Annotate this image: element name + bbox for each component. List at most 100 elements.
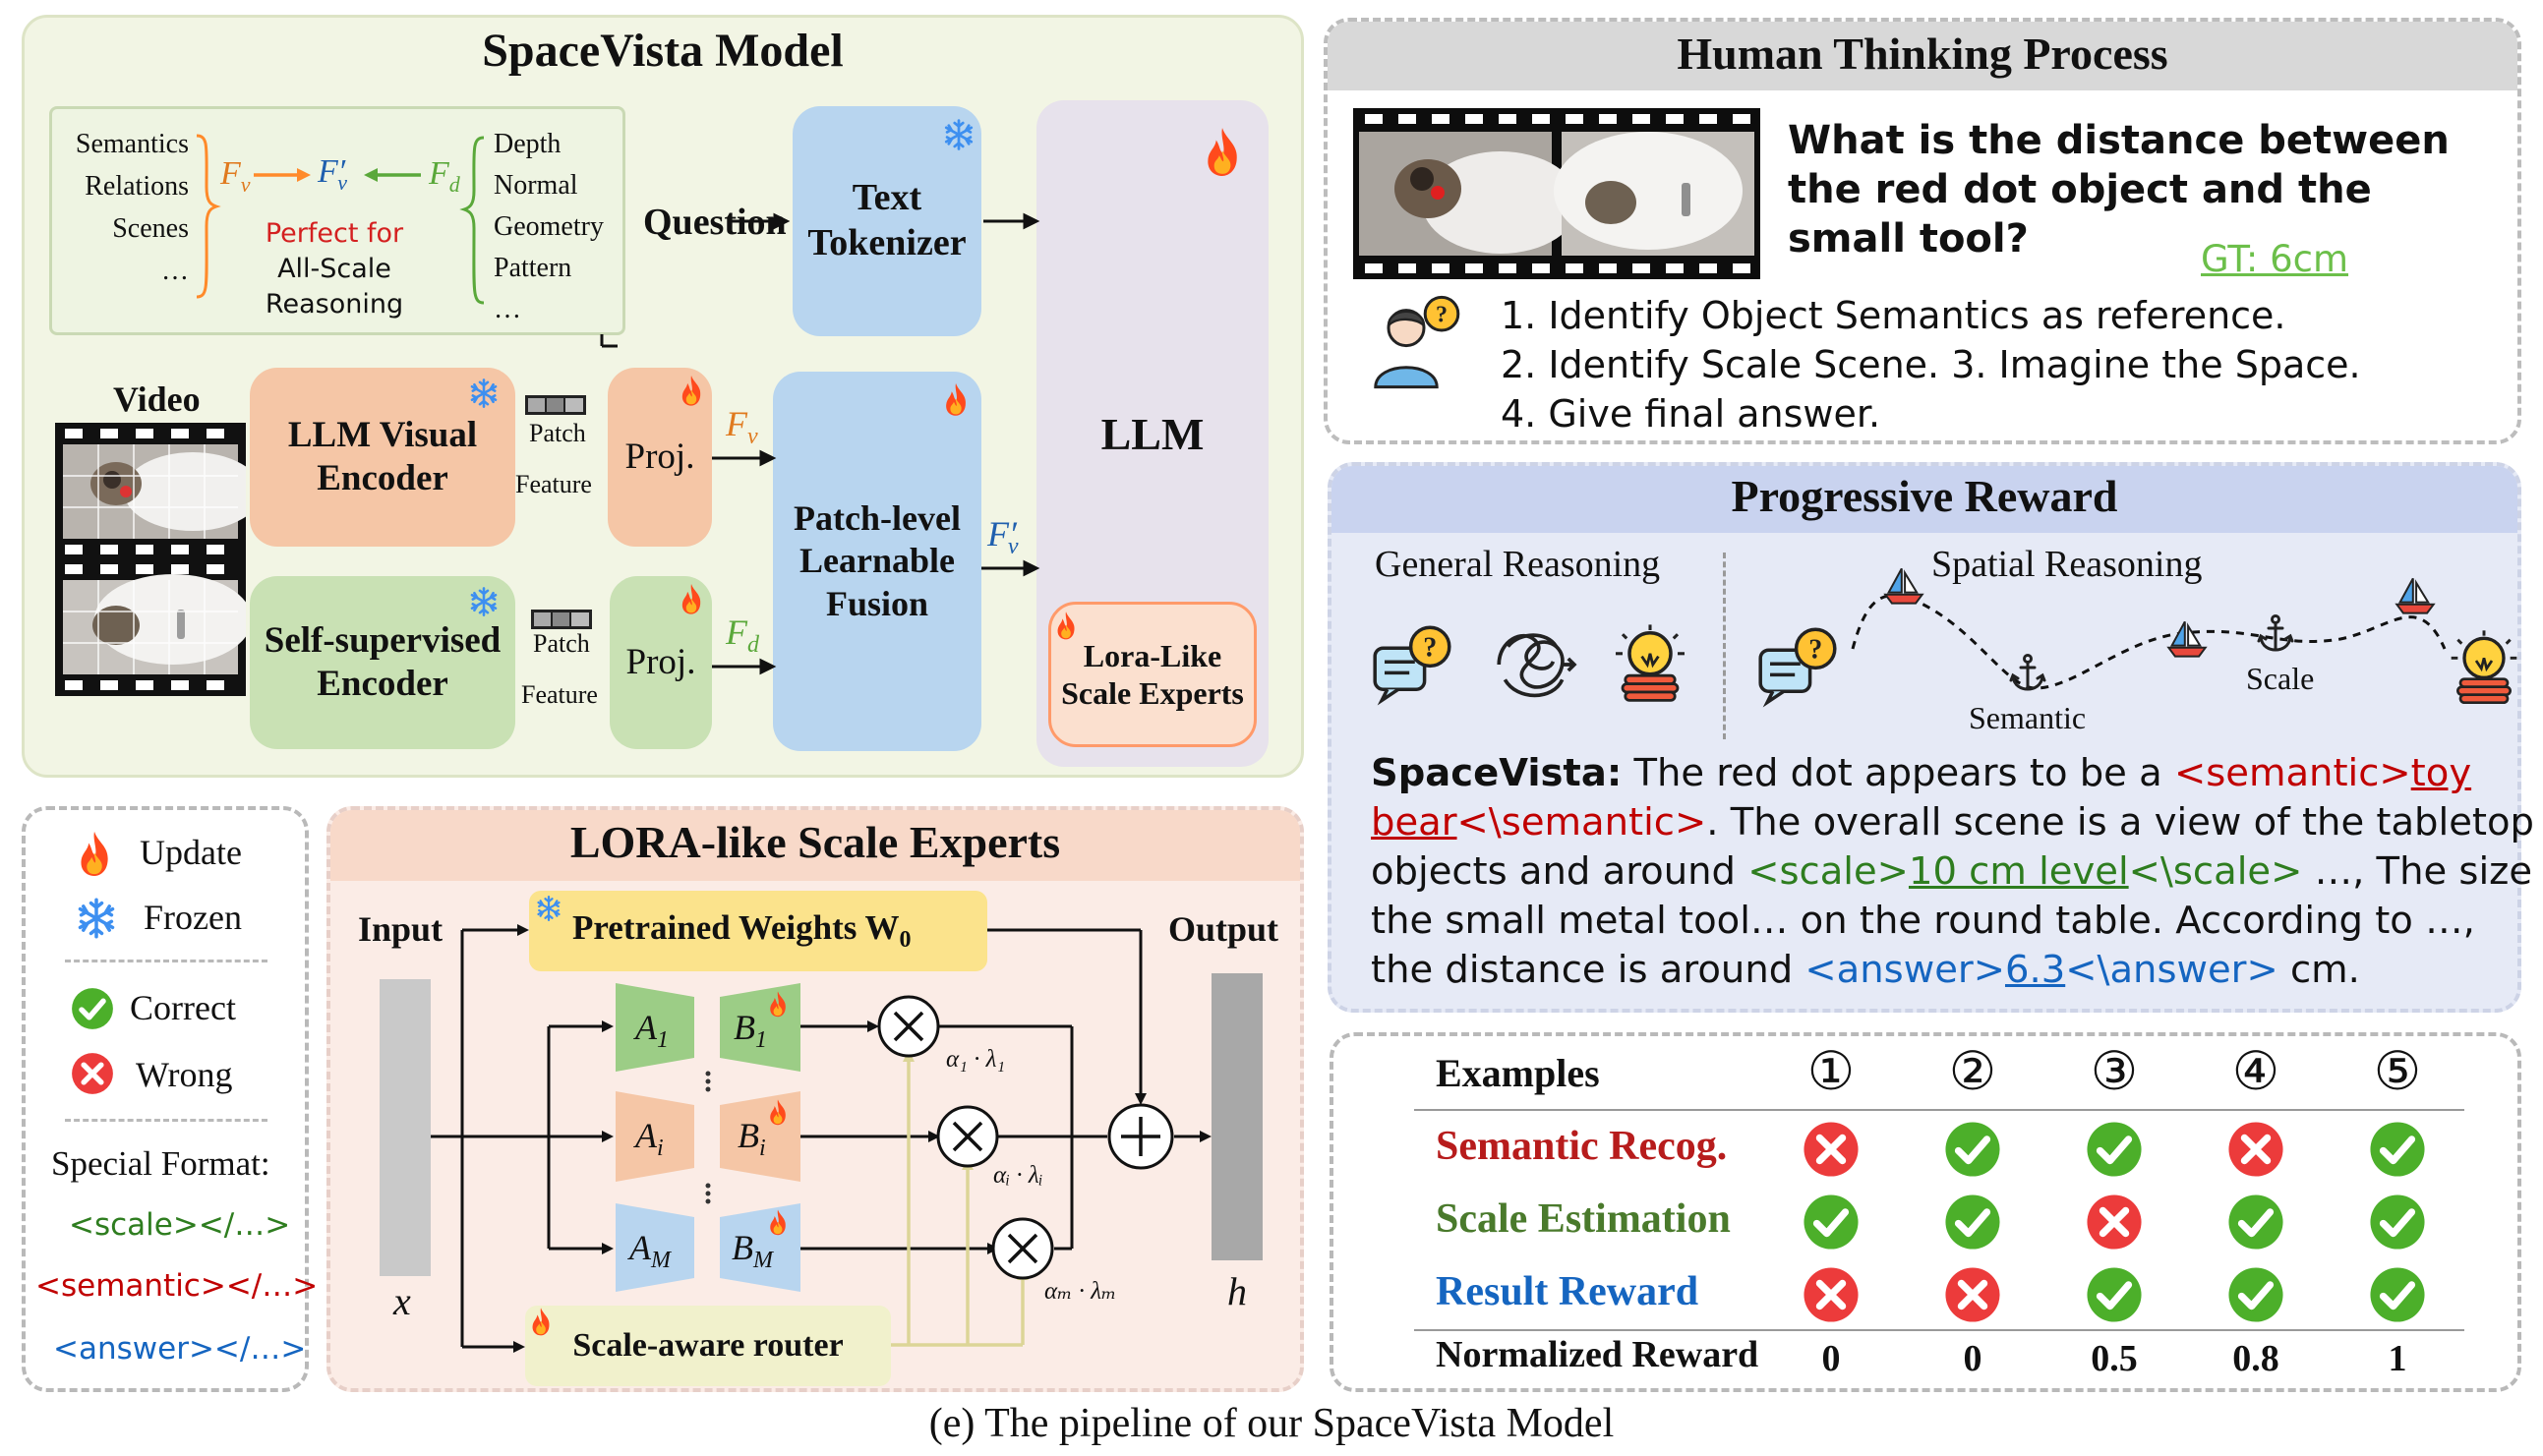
llm-visual-encoder-label: LLM Visual Encoder <box>287 414 478 498</box>
semantic-anchor-label: Semantic <box>1969 700 2087 735</box>
depth-labels: Depth Normal Geometry Pattern … <box>494 124 604 330</box>
human-steps: 1. Identify Object Semantics as referenc… <box>1501 291 2361 438</box>
coef-1-label: α₁ · λ₁ <box>946 1046 1006 1073</box>
text-tokenizer-label: Text Tokenizer <box>807 177 967 263</box>
lora-output-label: Output <box>1168 909 1279 949</box>
example-column-3: ③ <box>2090 1042 2139 1101</box>
reasoning-divider <box>1723 553 1726 739</box>
output-h-label: h <box>1227 1269 1247 1313</box>
feature-explain-graphics <box>196 134 485 305</box>
b1-label: B1 <box>734 1008 767 1054</box>
lora-panel-header <box>330 810 1300 881</box>
pretrained-weights-box: Pretrained Weights W0 <box>529 891 987 971</box>
legend-wrong-label: Wrong <box>136 1055 233 1094</box>
ai-label: Ai <box>635 1116 664 1162</box>
figure-caption: (e) The pipeline of our SpaceVista Model <box>928 1401 1615 1446</box>
fv-prime-label: F′v <box>318 153 347 195</box>
scale-aware-router-label: Scale-aware router <box>572 1326 844 1364</box>
lora-experts-diagram <box>431 924 1212 1353</box>
proj-label-bottom: Proj. <box>625 641 696 682</box>
text-tokenizer-box: Text Tokenizer <box>793 106 981 336</box>
check-icon <box>1944 1194 2001 1251</box>
answer-line-1: SpaceVista: The red dot appears to be a … <box>1371 751 2472 795</box>
scenes-label: Scenes <box>112 213 189 244</box>
ground-truth-label: GT: 6cm <box>2201 238 2349 280</box>
feature-label-bottom: Feature <box>521 680 598 709</box>
question-filmstrip <box>1353 108 1760 279</box>
fv-prime-arrow-label: F′v <box>987 514 1019 560</box>
legend-semantic-tag: <semantic></…> <box>35 1268 319 1304</box>
normalized-value-5: 1 <box>2388 1338 2407 1379</box>
semantics-label: Semantics <box>75 129 189 159</box>
bm-label: BM <box>732 1228 773 1274</box>
video-label: Video <box>113 379 201 419</box>
spacevista-answer: SpaceVista: The red dot appears to be a … <box>1371 749 2543 995</box>
anchor-icon <box>2256 613 2295 653</box>
model-panel-title: SpaceVista Model <box>482 25 844 77</box>
examples-table-panel <box>1330 1032 2521 1392</box>
ellipsis-label-2: … <box>494 294 521 324</box>
step-1: 1. Identify Object Semantics as referenc… <box>1501 294 2286 337</box>
example-column-1: ① <box>1806 1042 1856 1101</box>
legend-divider <box>65 1119 267 1122</box>
normal-label: Normal <box>494 170 578 201</box>
self-supervised-encoder-box: Self-supervised Encoder <box>250 576 515 749</box>
fusion-box: Patch-level Learnable Fusion <box>773 372 981 751</box>
progressive-reward-panel <box>1328 462 2521 1013</box>
fusion-label: Patch-level Learnable Fusion <box>794 498 961 623</box>
perfect-line-1: Perfect for <box>265 218 404 249</box>
semantic-labels: Semantics Relations Scenes … <box>59 123 189 292</box>
general-reasoning-label: General Reasoning <box>1375 544 1661 585</box>
check-icon <box>2086 1266 2143 1323</box>
human-panel-title: Human Thinking Process <box>1677 29 2168 79</box>
scale-aware-router-box: Scale-aware router <box>525 1306 891 1386</box>
flame-icon <box>767 1207 789 1237</box>
perfect-line-2: All-Scale <box>277 254 391 284</box>
check-icon <box>2369 1194 2426 1251</box>
examples-header: Examples <box>1436 1051 1600 1095</box>
check-icon <box>2369 1121 2426 1178</box>
answer-line-5: the distance is around <answer>6.3<\answ… <box>1371 948 2360 992</box>
bi-label: Bi <box>738 1116 766 1162</box>
human-panel-header <box>1328 22 2517 90</box>
step-3: 4. Give final answer. <box>1501 392 1881 436</box>
question-line-2: the red dot object and the <box>1788 167 2372 212</box>
check-icon <box>2227 1266 2284 1323</box>
example-column-5: ⑤ <box>2373 1042 2422 1101</box>
example-column-2: ② <box>1948 1042 1997 1101</box>
question-line-3: small tool? <box>1788 216 2029 262</box>
boat-icon <box>1882 564 1925 608</box>
reward-panel-title: Progressive Reward <box>1731 471 2118 521</box>
llm-label: LLM <box>1100 409 1205 459</box>
reward-panel-header <box>1331 466 2517 533</box>
check-icon <box>2086 1121 2143 1178</box>
legend-update-label: Update <box>140 833 242 872</box>
table-header-rule <box>1414 1109 2464 1111</box>
patch-thumbnail-top <box>525 395 586 415</box>
legend-panel <box>22 806 309 1392</box>
cross-icon <box>1803 1266 1860 1323</box>
anchor-icon <box>2008 653 2047 692</box>
cross-icon <box>2086 1194 2143 1251</box>
answer-line-3: objects and around <scale>10 cm level<\s… <box>1371 849 2543 894</box>
perfect-line-3: Reasoning <box>265 289 404 320</box>
check-icon <box>2369 1266 2426 1323</box>
check-icon <box>1803 1194 1860 1251</box>
llm-visual-encoder-box: LLM Visual Encoder <box>250 368 515 547</box>
row-label-2: Scale Estimation <box>1436 1196 1731 1242</box>
spatial-reasoning-label: Spatial Reasoning <box>1931 544 2203 585</box>
depth-label: Depth <box>494 129 562 159</box>
cross-icon <box>2227 1121 2284 1178</box>
boat-icon <box>2165 617 2209 661</box>
ellipsis-label: … <box>161 256 189 286</box>
cross-icon <box>1803 1121 1860 1178</box>
row-label-3: Result Reward <box>1436 1269 1699 1314</box>
relations-label: Relations <box>85 171 189 202</box>
boat-icon <box>2394 574 2437 617</box>
feature-explain-box <box>49 106 625 335</box>
human-thinking-panel <box>1324 18 2521 444</box>
step-2: 2. Identify Scale Scene. 3. Imagine the … <box>1501 343 2361 386</box>
perfect-for-text: Perfect for All-Scale Reasoning <box>226 216 443 322</box>
fv-arrow-label: Fv <box>726 404 758 450</box>
cross-icon <box>1944 1266 2001 1323</box>
